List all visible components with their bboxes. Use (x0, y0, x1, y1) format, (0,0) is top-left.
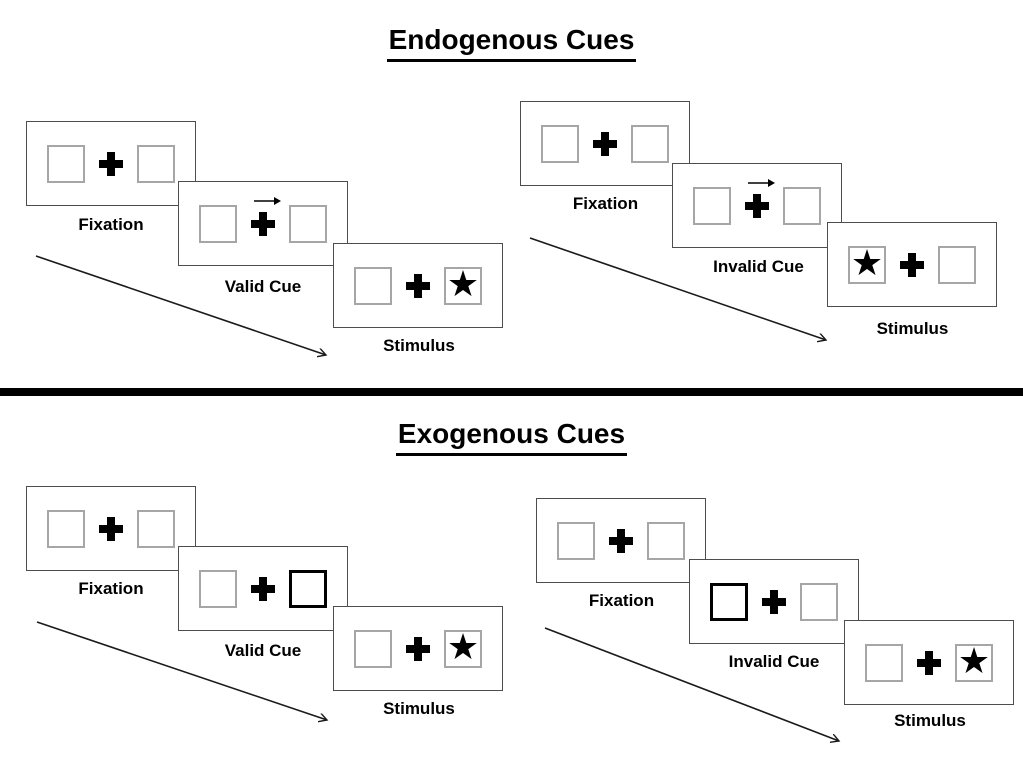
plus-icon (762, 589, 786, 614)
right-box (631, 124, 669, 163)
left-box (557, 521, 595, 560)
plus-icon (99, 151, 123, 176)
fixation-cross-icon (406, 636, 430, 661)
fixation-cross-icon (99, 516, 123, 541)
fixation-cross-icon (593, 131, 617, 156)
plus-icon (99, 516, 123, 541)
timeline-arrow-endogenous-invalid (529, 237, 826, 340)
endogenous-valid-fixation-screen (26, 121, 196, 206)
fixation-cross-icon (900, 252, 924, 277)
timeline-arrow-exogenous-valid (36, 621, 327, 720)
right-box (783, 186, 821, 225)
panel-label-fixation: Fixation (588, 591, 655, 610)
endogenous-valid-cue-screen (178, 181, 348, 266)
right-box-with-target: ★ (444, 263, 482, 305)
left-box (354, 629, 392, 668)
panel-label-cue: Invalid Cue (728, 652, 820, 671)
exogenous-valid-cue-screen (178, 546, 348, 631)
right-box (137, 144, 175, 183)
left-box (199, 569, 237, 608)
panel-label-fixation: Fixation (78, 579, 144, 598)
target-star-icon: ★ (446, 263, 480, 305)
endogenous-valid-stimulus-screen: ★ (333, 243, 503, 328)
panel-label-stimulus: Stimulus (383, 336, 455, 355)
right-box (289, 204, 327, 243)
section-title-endogenous-text: Endogenous Cues (386, 24, 637, 62)
section-title-exogenous-text: Exogenous Cues (395, 418, 628, 456)
panel-label-fixation: Fixation (572, 194, 639, 213)
panel-label-cue: Valid Cue (224, 641, 302, 660)
cue-arrow-right-icon (748, 178, 775, 187)
left-box-with-target: ★ (848, 242, 886, 284)
fixation-cross-icon (745, 178, 775, 218)
left-box (199, 204, 237, 243)
left-box-highlighted-cue (710, 582, 748, 621)
target-star-icon: ★ (446, 626, 480, 668)
plus-icon (917, 650, 941, 675)
exogenous-invalid-fixation-screen (536, 498, 706, 583)
plus-icon (251, 211, 275, 236)
fixation-cross-icon (406, 273, 430, 298)
panel-label-stimulus: Stimulus (383, 699, 455, 718)
exogenous-valid-stimulus-screen: ★ (333, 606, 503, 691)
panel-label-cue: Valid Cue (224, 277, 302, 296)
plus-icon (745, 193, 769, 218)
section-divider (0, 388, 1023, 396)
plus-icon (900, 252, 924, 277)
timeline-arrow-endogenous-valid (35, 255, 326, 355)
section-title-exogenous: Exogenous Cues (0, 418, 1023, 456)
timeline-arrow-exogenous-invalid (544, 627, 839, 741)
panel-label-stimulus: Stimulus (876, 319, 949, 338)
left-box (541, 124, 579, 163)
right-box (800, 582, 838, 621)
target-star-icon: ★ (957, 640, 991, 682)
right-box (938, 245, 976, 284)
exogenous-invalid-cue-screen (689, 559, 859, 644)
cue-arrow-right-icon (254, 196, 281, 205)
right-box-highlighted-cue (289, 569, 327, 608)
target-star-icon: ★ (850, 242, 884, 284)
left-box (354, 266, 392, 305)
exogenous-invalid-stimulus-screen: ★ (844, 620, 1014, 705)
endogenous-invalid-stimulus-screen: ★ (827, 222, 997, 307)
fixation-cross-icon (917, 650, 941, 675)
endogenous-invalid-cue-screen (672, 163, 842, 248)
fixation-cross-icon (609, 528, 633, 553)
right-box (137, 509, 175, 548)
fixation-cross-icon (99, 151, 123, 176)
plus-icon (406, 273, 430, 298)
fixation-cross-icon (251, 576, 275, 601)
left-box (865, 643, 903, 682)
endogenous-invalid-fixation-screen (520, 101, 690, 186)
left-box (693, 186, 731, 225)
right-box-with-target: ★ (955, 640, 993, 682)
plus-icon (593, 131, 617, 156)
fixation-cross-icon (762, 589, 786, 614)
left-box (47, 509, 85, 548)
right-box-with-target: ★ (444, 626, 482, 668)
left-box (47, 144, 85, 183)
panel-label-stimulus: Stimulus (894, 711, 966, 730)
plus-icon (251, 576, 275, 601)
plus-icon (609, 528, 633, 553)
section-title-endogenous: Endogenous Cues (0, 24, 1023, 62)
fixation-cross-icon (251, 196, 281, 236)
exogenous-valid-fixation-screen (26, 486, 196, 571)
panel-label-cue: Invalid Cue (713, 257, 804, 276)
plus-icon (406, 636, 430, 661)
panel-label-fixation: Fixation (78, 215, 144, 234)
right-box (647, 521, 685, 560)
